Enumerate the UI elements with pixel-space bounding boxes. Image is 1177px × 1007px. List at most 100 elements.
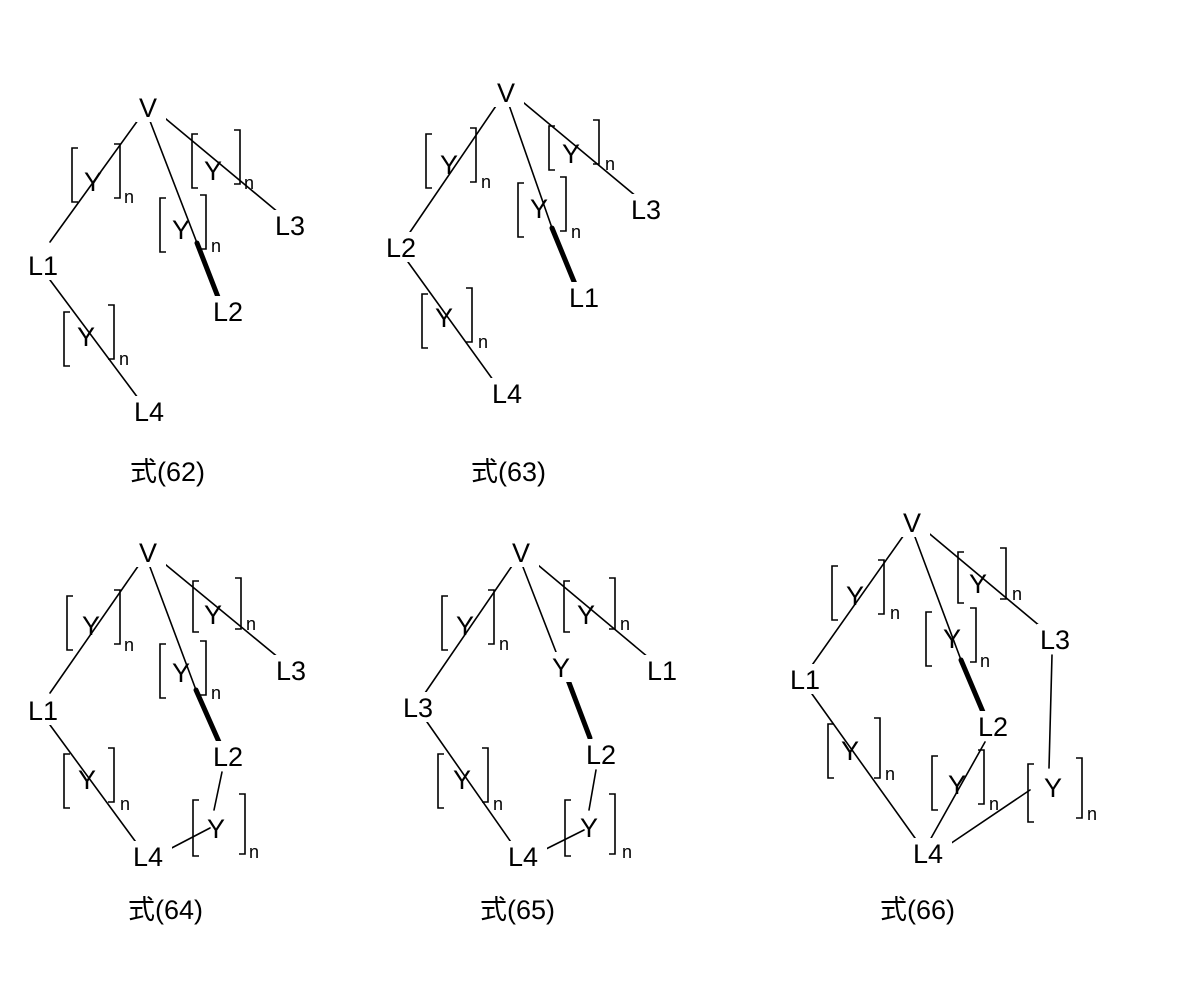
repeat-unit-label: Y xyxy=(204,156,222,186)
repeat-unit-v-l2: Y n xyxy=(160,641,221,703)
repeat-index-label: n xyxy=(246,614,256,634)
repeat-unit-label: Y xyxy=(204,600,222,630)
repeat-unit-label: Y xyxy=(84,167,102,197)
atom-l4: L4 xyxy=(913,839,943,869)
atom-l2: L2 xyxy=(586,740,616,770)
repeat-index-label: n xyxy=(980,651,990,671)
repeat-unit-label: Y xyxy=(82,611,100,641)
atom-v: V xyxy=(139,93,157,123)
atom-l1: L1 xyxy=(28,696,58,726)
atom-l3: L3 xyxy=(275,211,305,241)
repeat-index-label: n xyxy=(249,842,259,862)
repeat-unit-label: Y xyxy=(453,765,471,795)
repeat-unit-label: Y xyxy=(530,194,548,224)
formula-caption: 式(66) xyxy=(880,895,955,925)
repeat-index-label: n xyxy=(885,764,895,784)
repeat-unit-label: Y xyxy=(841,736,859,766)
repeat-index-label: n xyxy=(119,349,129,369)
repeat-unit-v-l2: Y n xyxy=(926,608,990,671)
formula-caption: 式(62) xyxy=(130,457,205,487)
atom-l4: L4 xyxy=(508,842,538,872)
atom-v: V xyxy=(139,538,157,568)
repeat-unit-label: Y xyxy=(1044,773,1062,803)
repeat-unit-l2-l4: Y n xyxy=(565,794,632,862)
bond-l2-y xyxy=(214,772,222,810)
atom-l2: L2 xyxy=(213,297,243,327)
repeat-index-label: n xyxy=(120,794,130,814)
repeat-unit-label: Y xyxy=(77,322,95,352)
repeat-index-label: n xyxy=(622,842,632,862)
formula-63: Y n Y n Y n Y n V L2 L1 L3 L4 xyxy=(384,77,670,487)
repeat-unit-label: Y xyxy=(172,658,190,688)
repeat-unit-label: Y xyxy=(577,600,595,630)
repeat-index-label: n xyxy=(571,222,581,242)
atom-v: V xyxy=(512,538,530,568)
formula-66: Y n Y n Y n Y n Y n xyxy=(788,507,1097,925)
atom-l4: L4 xyxy=(134,397,164,427)
atom-l2: L2 xyxy=(213,742,243,772)
atom-l1: L1 xyxy=(790,665,820,695)
formula-caption: 式(64) xyxy=(128,895,203,925)
repeat-unit-label: Y xyxy=(943,624,961,654)
repeat-index-label: n xyxy=(989,794,999,814)
bond-l3-y xyxy=(1049,655,1052,768)
repeat-unit-v-l3: Y n xyxy=(549,120,615,174)
repeat-unit-label: Y xyxy=(456,611,474,641)
repeat-index-label: n xyxy=(493,794,503,814)
bond-l2-y xyxy=(589,770,596,810)
repeat-unit-l1-l4: Y n xyxy=(64,305,129,369)
repeat-unit-label: Y xyxy=(207,814,225,844)
repeat-index-label: n xyxy=(124,187,134,207)
bond-v-y xyxy=(523,567,556,652)
repeat-unit-label: Y xyxy=(969,569,987,599)
repeat-unit-l3-l4: Y n xyxy=(438,748,503,814)
repeat-unit-label: Y xyxy=(440,150,458,180)
repeat-unit-v-l3: Y n xyxy=(192,130,254,193)
repeat-unit-v-l3: Y n xyxy=(442,590,509,654)
repeat-unit-v-l1: Y n xyxy=(564,578,630,634)
bond-y-l2-bold xyxy=(568,680,590,738)
atom-v: V xyxy=(497,78,515,108)
repeat-index-label: n xyxy=(620,614,630,634)
repeat-unit-label: Y xyxy=(78,765,96,795)
repeat-unit-v-l3: Y n xyxy=(958,548,1022,604)
formula-64: Y n Y n Y n Y n Y n V L1 xyxy=(26,537,315,925)
repeat-unit-label: Y xyxy=(562,139,580,169)
atom-l3: L3 xyxy=(276,656,306,686)
repeat-unit-l2-l4: Y n xyxy=(932,750,999,814)
repeat-unit-l3-l4: Y n xyxy=(1028,758,1097,824)
formula-62: Y n Y n Y n Y n V L1 L2 xyxy=(26,92,314,487)
repeat-index-label: n xyxy=(124,635,134,655)
atom-l4: L4 xyxy=(133,842,163,872)
atom-l3: L3 xyxy=(403,693,433,723)
atom-l3: L3 xyxy=(1040,625,1070,655)
atom-l2: L2 xyxy=(386,233,416,263)
atom-l1: L1 xyxy=(647,656,677,686)
repeat-index-label: n xyxy=(244,173,254,193)
repeat-index-label: n xyxy=(211,683,221,703)
repeat-unit-label: Y xyxy=(580,813,598,843)
atom-l4: L4 xyxy=(492,379,522,409)
repeat-index-label: n xyxy=(890,603,900,623)
repeat-unit-v-l1: Y n xyxy=(832,560,900,623)
repeat-index-label: n xyxy=(605,154,615,174)
bond-v-l3 xyxy=(160,560,285,663)
bond-v-l3 xyxy=(160,114,285,218)
atom-v: V xyxy=(903,508,921,538)
formula-caption: 式(65) xyxy=(480,895,555,925)
repeat-unit-l2-l4: Y n xyxy=(422,288,488,352)
repeat-index-label: n xyxy=(1012,584,1022,604)
repeat-unit-label: Y xyxy=(435,303,453,333)
atom-y-center: Y xyxy=(552,653,570,683)
atom-l2: L2 xyxy=(978,712,1008,742)
formula-65: Y n Y n Y n Y n V L3 Y L1 L2 xyxy=(400,537,686,925)
formula-caption: 式(63) xyxy=(471,457,546,487)
repeat-unit-v-l1: Y n xyxy=(518,177,581,242)
repeat-unit-v-l3: Y n xyxy=(193,578,256,634)
repeat-unit-label: Y xyxy=(846,581,864,611)
atom-l3: L3 xyxy=(631,195,661,225)
repeat-unit-label: Y xyxy=(172,215,190,245)
repeat-unit-v-l1: Y n xyxy=(67,590,134,655)
